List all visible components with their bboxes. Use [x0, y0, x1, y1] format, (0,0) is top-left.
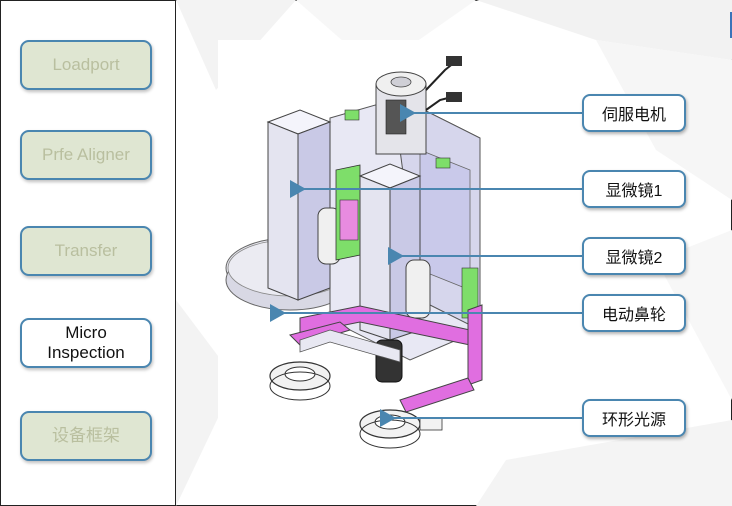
callout-motorized-nosepiece: 电动鼻轮 — [582, 294, 686, 332]
ring-light-2 — [359, 409, 443, 449]
ring-light-1 — [269, 361, 331, 401]
microscope-1-column — [266, 109, 361, 301]
nav-button-equipment-frame[interactable]: 设备框架 — [20, 411, 152, 461]
callout-ring-light: 环形光源 — [582, 399, 686, 437]
microscope-2-column — [358, 163, 431, 383]
sidebar-divider — [175, 0, 176, 506]
nav-button-prfe-aligner[interactable]: Prfe Aligner — [20, 130, 152, 180]
nav-button-loadport[interactable]: Loadport — [20, 40, 152, 90]
callout-microscope-2: 显微镜2 — [582, 237, 686, 275]
callout-servo-motor: 伺服电机 — [582, 94, 686, 132]
accent-edge — [730, 12, 732, 38]
callout-microscope-1: 显微镜1 — [582, 170, 686, 208]
bracket-arms — [289, 304, 483, 413]
nav-button-micro-inspection[interactable]: Micro Inspection — [20, 318, 152, 368]
nav-button-transfer[interactable]: Transfer — [20, 226, 152, 276]
